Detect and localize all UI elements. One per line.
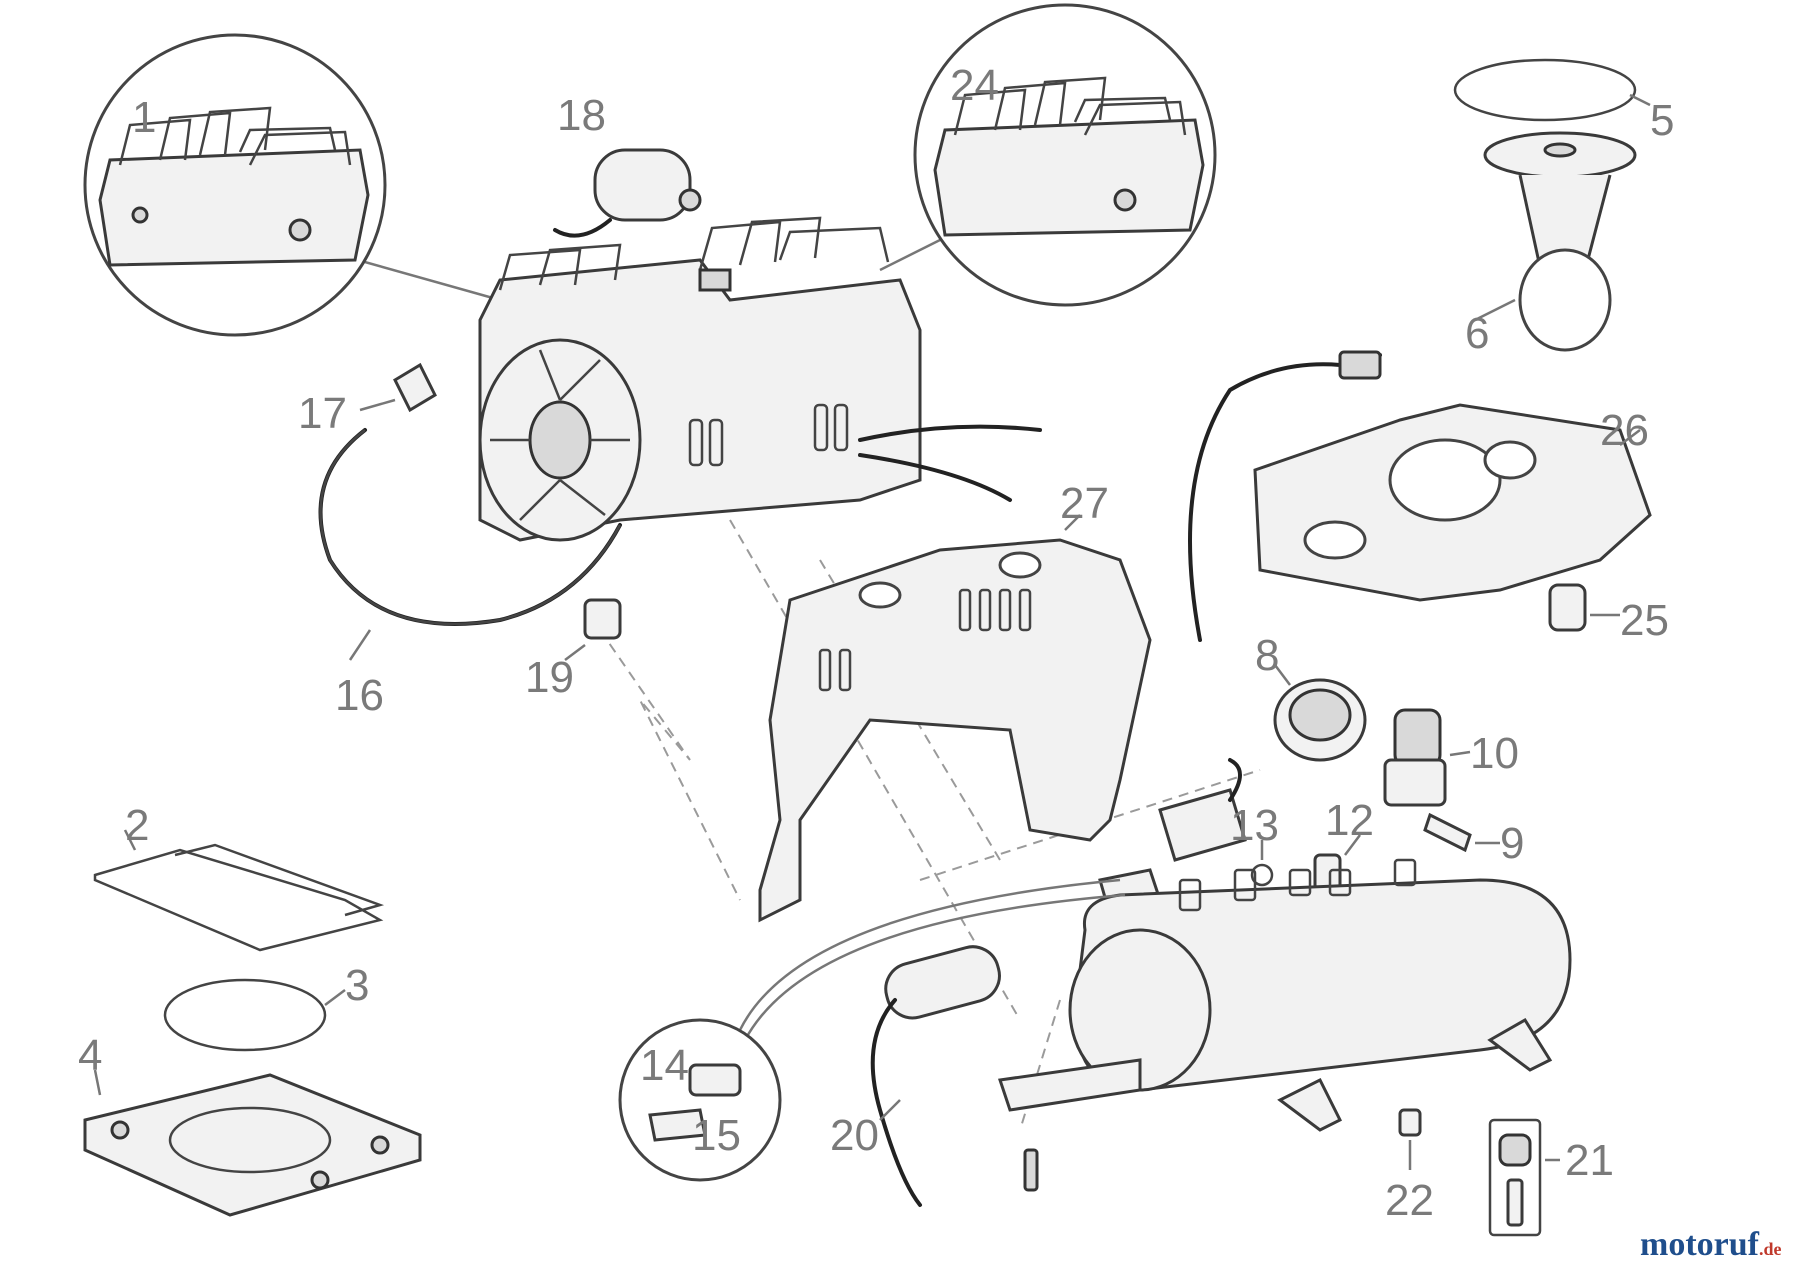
label-20: 20 — [830, 1111, 879, 1160]
label-26: 26 — [1600, 406, 1649, 455]
label-6: 6 — [1465, 309, 1489, 358]
label-1: 1 — [132, 93, 156, 142]
part-air-tank — [998, 858, 1572, 1132]
part-capacitor-20 — [870, 945, 1001, 1207]
brand-logo: motoruf.de — [1640, 1226, 1781, 1264]
label-4: 4 — [78, 1031, 102, 1080]
label-25: 25 — [1620, 596, 1669, 645]
label-15: 15 — [692, 1111, 741, 1160]
part-screw — [1023, 1148, 1039, 1192]
label-9: 9 — [1500, 819, 1524, 868]
part-top-cover-26 — [1188, 350, 1652, 642]
label-12: 12 — [1325, 796, 1374, 845]
part-labels: 1 18 24 5 6 17 26 27 25 8 19 16 10 2 13 … — [78, 61, 1674, 1225]
part-gasket-2 — [93, 829, 385, 952]
part-shroud-27 — [758, 514, 1152, 923]
label-10: 10 — [1470, 729, 1519, 778]
part-regulator-10 — [1383, 708, 1471, 807]
label-14: 14 — [640, 1041, 689, 1090]
part-drain-22 — [1398, 1108, 1422, 1170]
part-foot-21 — [1488, 1118, 1560, 1237]
label-8: 8 — [1255, 631, 1279, 680]
label-19: 19 — [525, 653, 574, 702]
part-foot-19 — [564, 598, 622, 661]
part-pressure-gauge-8 — [1273, 664, 1367, 762]
part-valve-plate-4 — [83, 1069, 422, 1217]
part-gasket-5 — [1453, 58, 1651, 122]
label-22: 22 — [1385, 1176, 1434, 1225]
part-switch-25 — [1548, 583, 1620, 632]
label-13: 13 — [1230, 801, 1279, 850]
part-fitting-17 — [359, 362, 437, 413]
label-27: 27 — [1060, 479, 1109, 528]
brand-name: motoruf — [1640, 1226, 1759, 1263]
label-16: 16 — [335, 671, 384, 720]
part-capacitor-18 — [553, 148, 702, 238]
label-24: 24 — [950, 61, 999, 110]
part-check-valve-12 — [1313, 834, 1361, 892]
label-5: 5 — [1650, 96, 1674, 145]
brand-tld: .de — [1758, 1239, 1782, 1259]
detail-callout-head-right — [879, 3, 1217, 307]
label-17: 17 — [298, 389, 347, 438]
part-connecting-rod-6 — [1474, 131, 1637, 352]
detail-callout-14-15 — [618, 878, 1126, 1182]
label-3: 3 — [345, 961, 369, 1010]
label-2: 2 — [125, 801, 149, 850]
part-motor-compressor — [478, 216, 1042, 542]
label-21: 21 — [1565, 1136, 1614, 1185]
part-fitting-9 — [1423, 812, 1500, 853]
detail-callout-head-left — [83, 33, 501, 337]
part-o-ring-3 — [163, 978, 346, 1052]
part-hose-16 — [318, 428, 622, 661]
label-18: 18 — [557, 91, 606, 140]
